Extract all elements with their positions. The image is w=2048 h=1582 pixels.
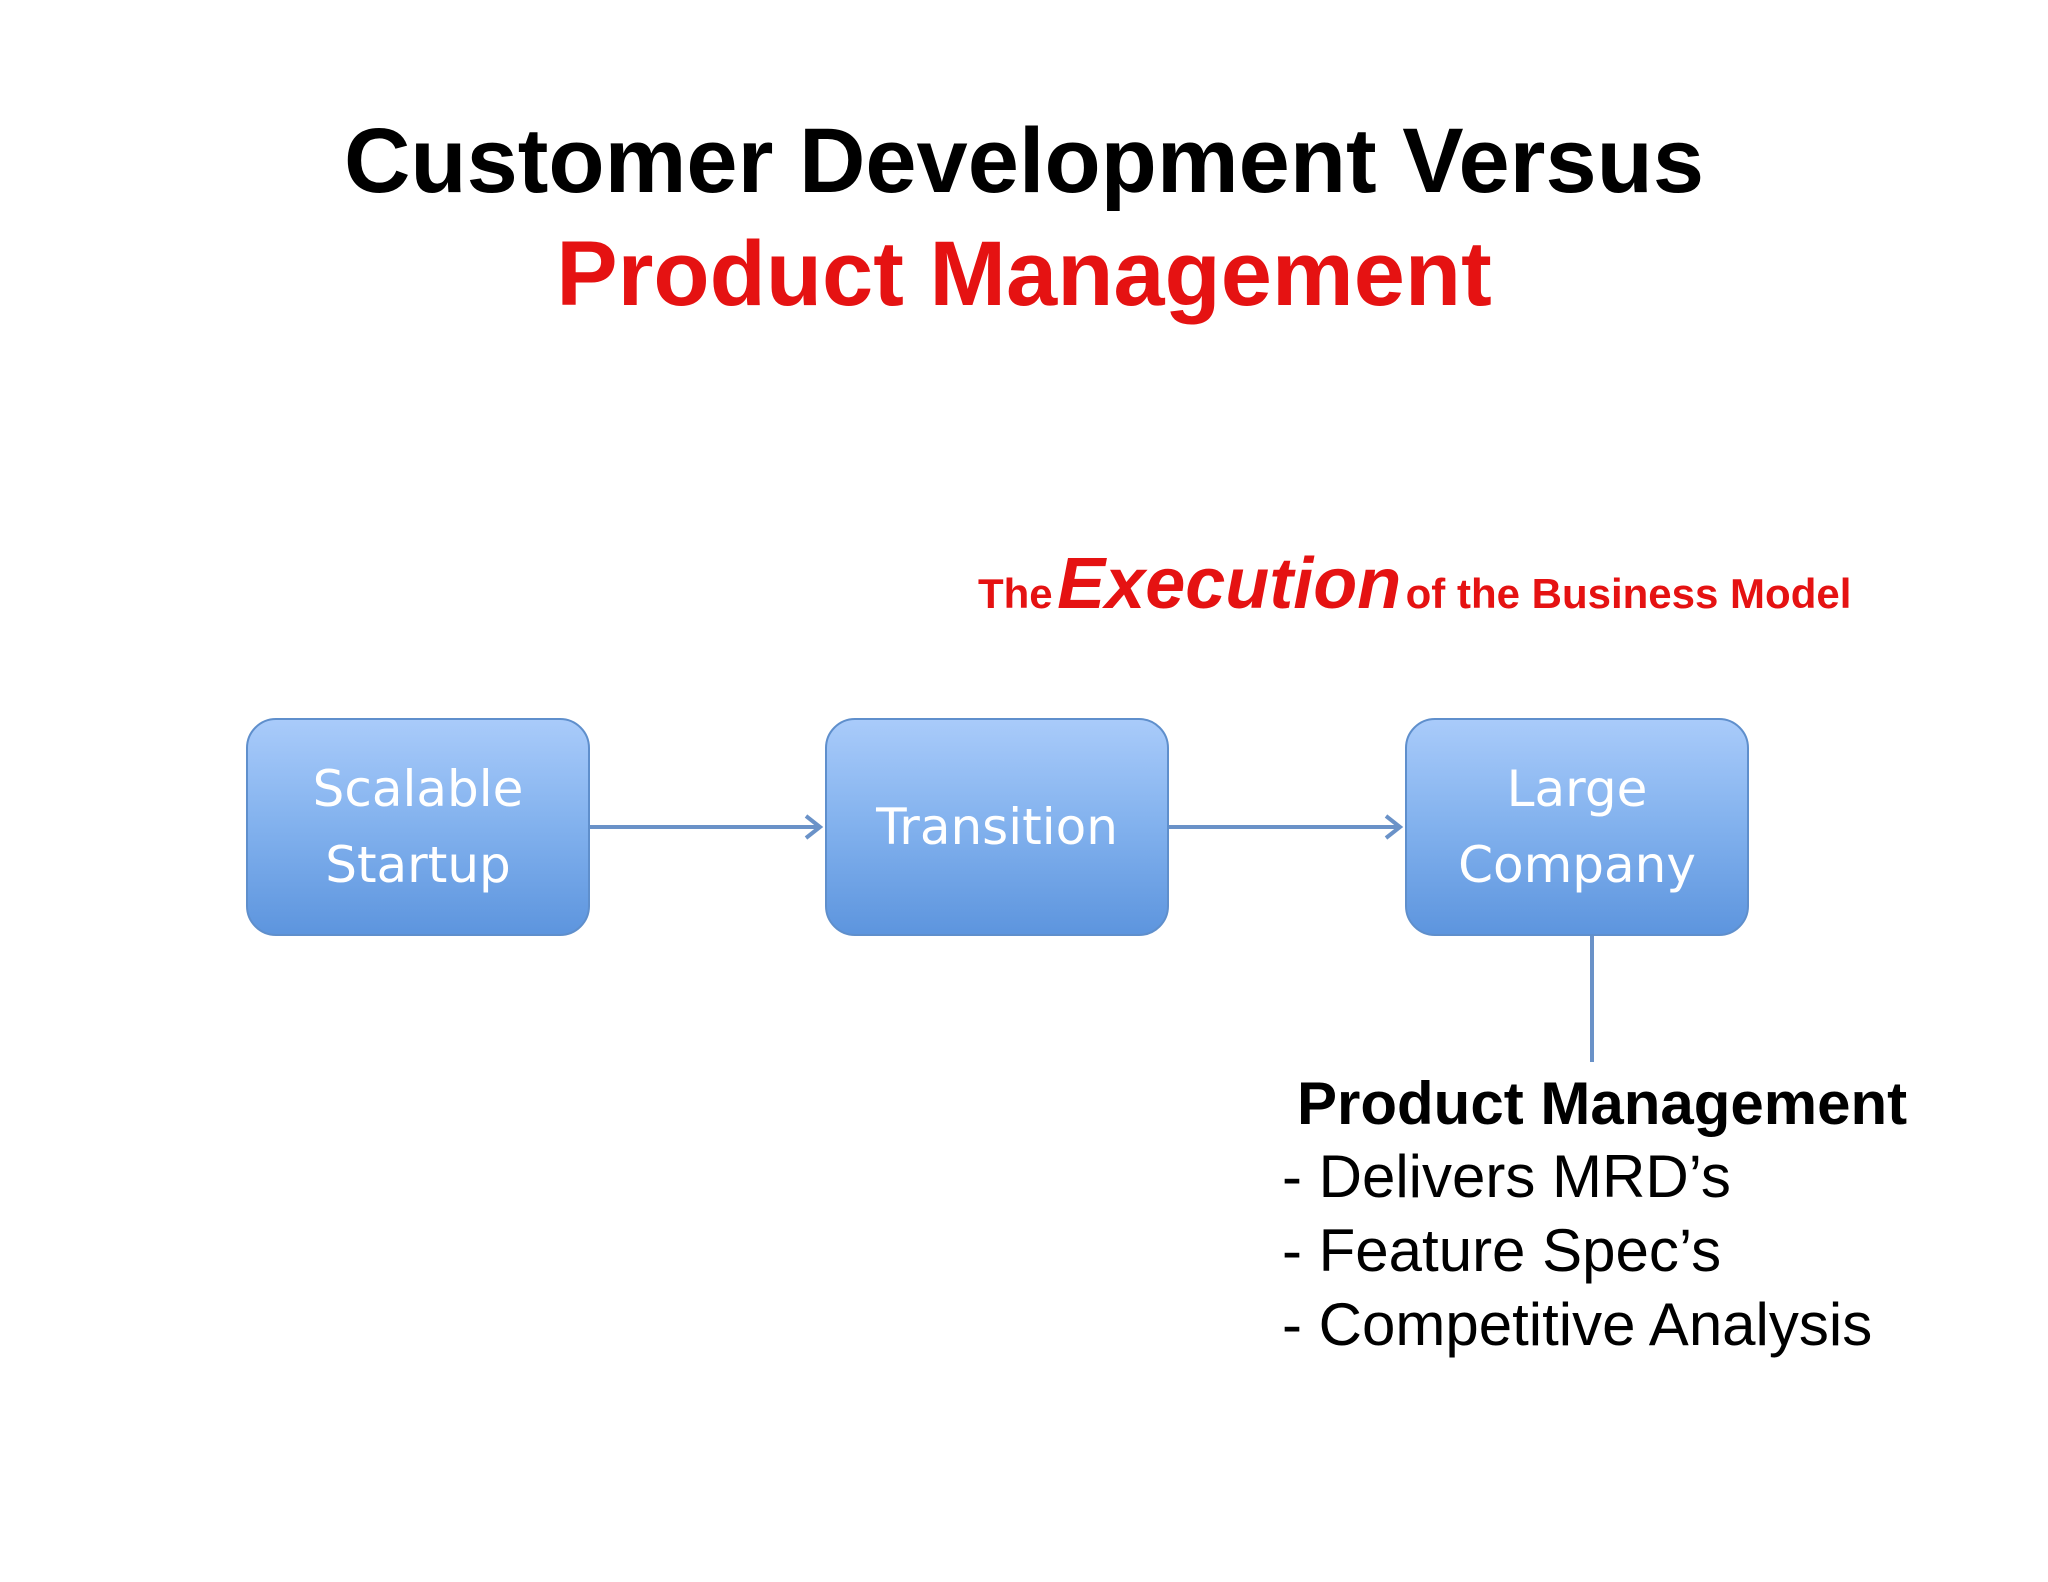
box-label-line1: Scalable <box>312 760 524 818</box>
box-scalable-startup: Scalable Startup <box>246 718 590 936</box>
box-large-company: Large Company <box>1405 718 1749 936</box>
product-management-heading: Product Management <box>1297 1070 1908 1137</box>
subtitle-suffix: of the Business Model <box>1405 570 1852 617</box>
box-transition: Transition <box>825 718 1169 936</box>
list-item: - Delivers MRD’s <box>1282 1143 1731 1210</box>
execution-subtitle: The Execution of the Business Model <box>978 548 1851 620</box>
list-item: - Competitive Analysis <box>1282 1291 1873 1358</box>
title-line-1: Customer Development Versus <box>343 110 1704 212</box>
subtitle-prefix: The <box>978 570 1053 617</box>
box-label-line2: Startup <box>325 836 511 894</box>
box-label-line2: Company <box>1458 836 1696 894</box>
box-label-line1: Large <box>1506 760 1648 818</box>
arrowhead-startup-to-transition <box>804 814 824 840</box>
box-label-line1: Transition <box>876 798 1118 856</box>
product-management-block: Product Management - Delivers MRD’s - Fe… <box>1282 1068 1907 1362</box>
title-line-2: Product Management <box>556 223 1492 325</box>
list-item: - Feature Spec’s <box>1282 1217 1722 1284</box>
subtitle-emphasis: Execution <box>1057 544 1402 624</box>
arrowhead-transition-to-large-company <box>1384 814 1404 840</box>
